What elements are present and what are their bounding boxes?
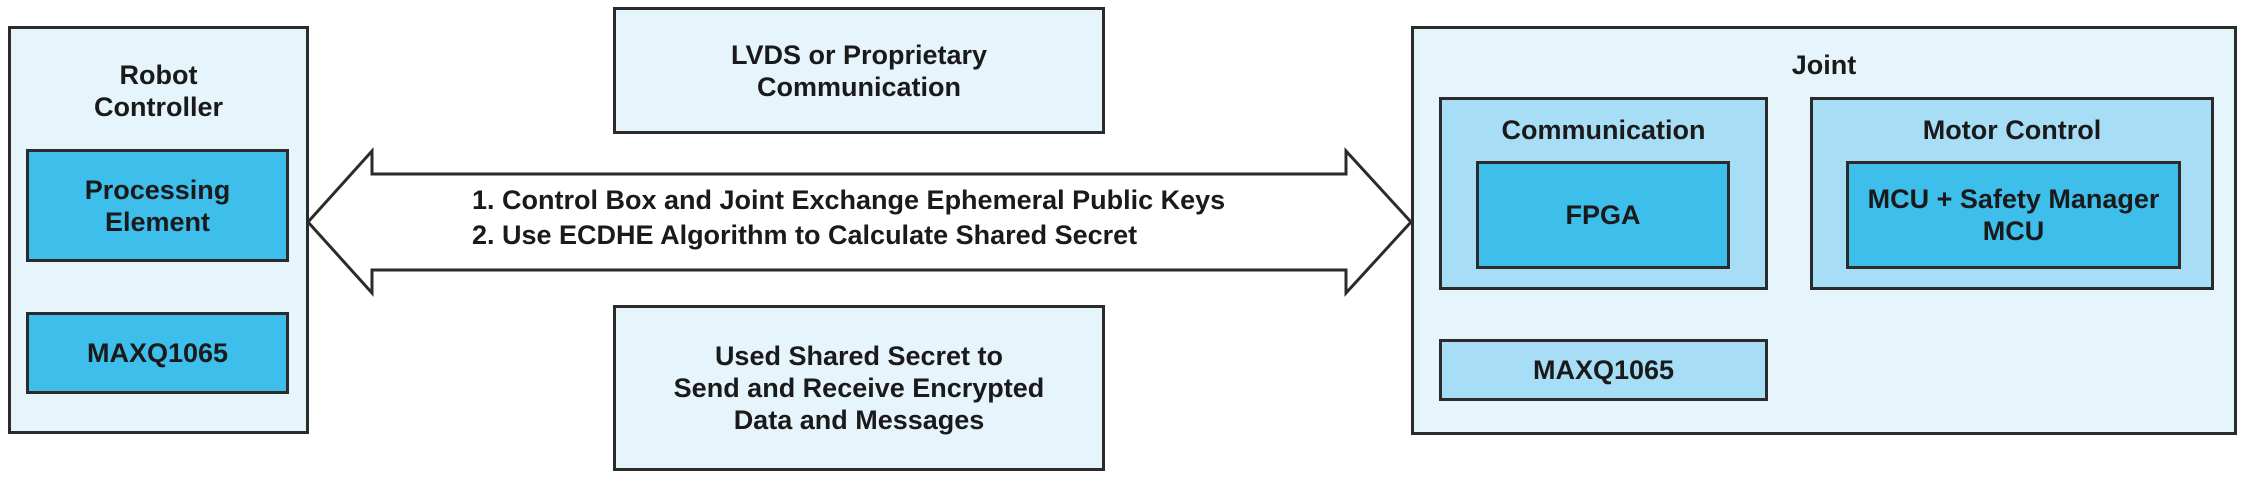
key-exchange-step-1: 1. Control Box and Joint Exchange Epheme… — [472, 185, 1226, 215]
shared-secret-note-label: Used Shared Secret to Send and Receive E… — [673, 341, 1045, 435]
fpga-label: FPGA — [1565, 200, 1641, 230]
processing-element-box: Processing Element — [26, 149, 289, 262]
lvds-note-label: LVDS or Proprietary Communication — [730, 39, 988, 102]
controller-maxq1065-label: MAXQ1065 — [86, 338, 229, 368]
controller-maxq1065-box: MAXQ1065 — [26, 312, 289, 394]
joint-maxq1065-box: MAXQ1065 — [1439, 339, 1768, 401]
fpga-box: FPGA — [1476, 161, 1730, 269]
communication-title: Communication — [1501, 115, 1706, 145]
key-exchange-steps: 1. Control Box and Joint Exchange Epheme… — [472, 183, 1225, 253]
shared-secret-note-box: Used Shared Secret to Send and Receive E… — [613, 305, 1105, 471]
key-exchange-step-2: 2. Use ECDHE Algorithm to Calculate Shar… — [472, 220, 1138, 250]
robot-controller-title: Robot Controller — [93, 60, 223, 122]
motor-control-title: Motor Control — [1922, 115, 2102, 145]
lvds-note-box: LVDS or Proprietary Communication — [613, 7, 1105, 134]
processing-element-label: Processing Element — [84, 174, 231, 237]
joint-maxq1065-label: MAXQ1065 — [1532, 355, 1675, 385]
mcu-safety-manager-label: MCU + Safety Manager MCU — [1867, 184, 2160, 246]
joint-title: Joint — [1791, 50, 1857, 80]
mcu-safety-manager-box: MCU + Safety Manager MCU — [1846, 161, 2181, 269]
